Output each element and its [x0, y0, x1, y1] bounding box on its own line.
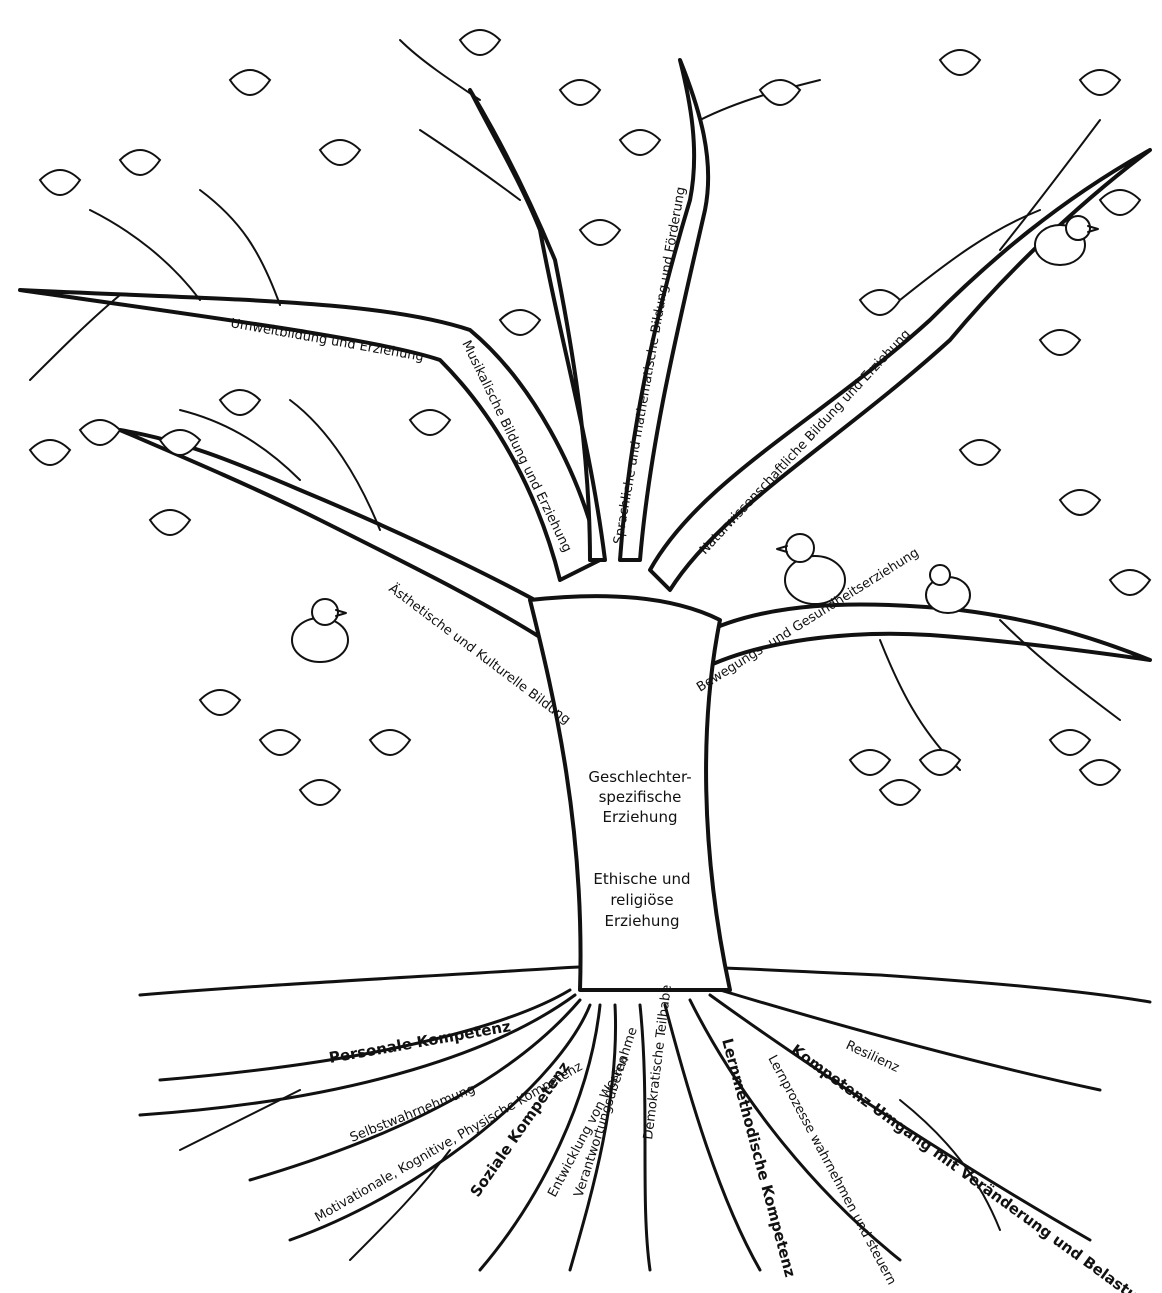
trunk-label-ethics-3: Erziehung	[605, 912, 680, 930]
bird-right	[926, 565, 970, 613]
roots	[140, 990, 1100, 1270]
trunk-label-ethics-2: religiöse	[610, 891, 673, 909]
root-label-demokratische: Demokratische Teilhabe	[641, 984, 675, 1141]
branches	[20, 60, 1150, 670]
root-label-verantwortung: Verantwortungsübernahme	[572, 1026, 641, 1200]
root-label-resilienz: Resilienz	[843, 1038, 901, 1076]
root-label-personale: Personale Kompetenz	[328, 1017, 513, 1067]
branch-label-naturwissenschaftliche: Naturwissenschaftliche Bildung und Erzie…	[697, 327, 914, 558]
trunk-label-gender-3: Erziehung	[603, 808, 678, 826]
trunk-label-gender-1: Geschlechter-	[588, 768, 691, 786]
root-label-kompetenz-umgang: Kompetenz Umgang mit Veränderung und Bel…	[788, 1041, 1159, 1293]
trunk-label-ethics-1: Ethische und	[593, 870, 690, 888]
bird-left	[292, 599, 348, 662]
branch-label-sprachliche: Sprachliche und mathematische Bildung un…	[611, 186, 689, 546]
trunk-label-gender-2: spezifische	[599, 788, 682, 806]
bird-center-right	[777, 534, 845, 604]
